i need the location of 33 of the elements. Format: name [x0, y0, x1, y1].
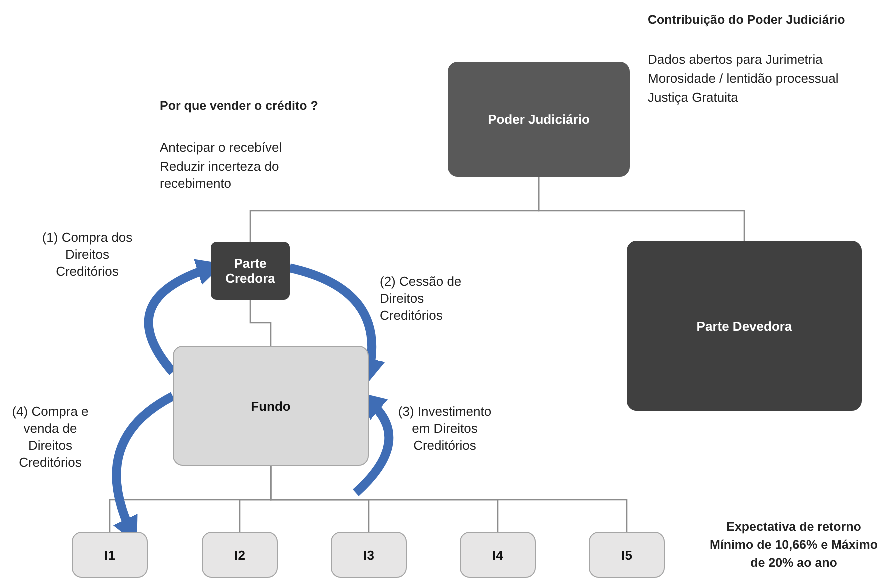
node-label: I4 [492, 548, 504, 562]
edge-label: (3) Investimento em Direitos Creditórios [397, 404, 493, 455]
note-text: Justiça Gratuita [648, 90, 740, 107]
node-label: I5 [622, 548, 632, 562]
node-label: Fundo [251, 398, 291, 414]
note-text: Morosidade / lentidão processual [648, 71, 840, 88]
node-label: Parte Devedora [696, 318, 792, 334]
investor-box [331, 532, 407, 578]
edge-label: (1) Compra dos Direitos Creditórios [41, 230, 134, 281]
note-text: Antecipar o recebível [160, 140, 284, 157]
party-box [211, 242, 290, 300]
note-heading: Expectativa de retorno Mínimo de 10,66% e Máximo de 20% ao ano [708, 519, 880, 572]
connector-line [538, 177, 746, 241]
node-label: I2 [234, 548, 246, 562]
note-text: Dados abertos para Jurimetria [648, 52, 824, 69]
node-label: I1 [104, 548, 116, 562]
node-label: I3 [364, 548, 374, 562]
note-heading: Por que vender o crédito ? [160, 98, 320, 114]
investor-box [72, 532, 148, 578]
investor-box [202, 532, 278, 578]
node-label: Poder Judiciário [488, 112, 590, 127]
edge-label: (4) Compra e venda de Direitos Creditórios [11, 404, 90, 472]
note-heading: Contribuição do Poder Judiciário [648, 12, 846, 28]
investor-box [589, 532, 665, 578]
investor-box [460, 532, 536, 578]
authority-box [448, 62, 630, 177]
fund-box [173, 346, 369, 466]
node-label: Parte Credora [224, 256, 276, 286]
connector-line [270, 466, 628, 532]
party-box [627, 241, 862, 411]
connector-line [250, 300, 272, 346]
edge-label: (2) Cessão de Direitos Creditórios [380, 274, 463, 325]
note-text: Reduzir incerteza do recebimento [160, 159, 280, 193]
